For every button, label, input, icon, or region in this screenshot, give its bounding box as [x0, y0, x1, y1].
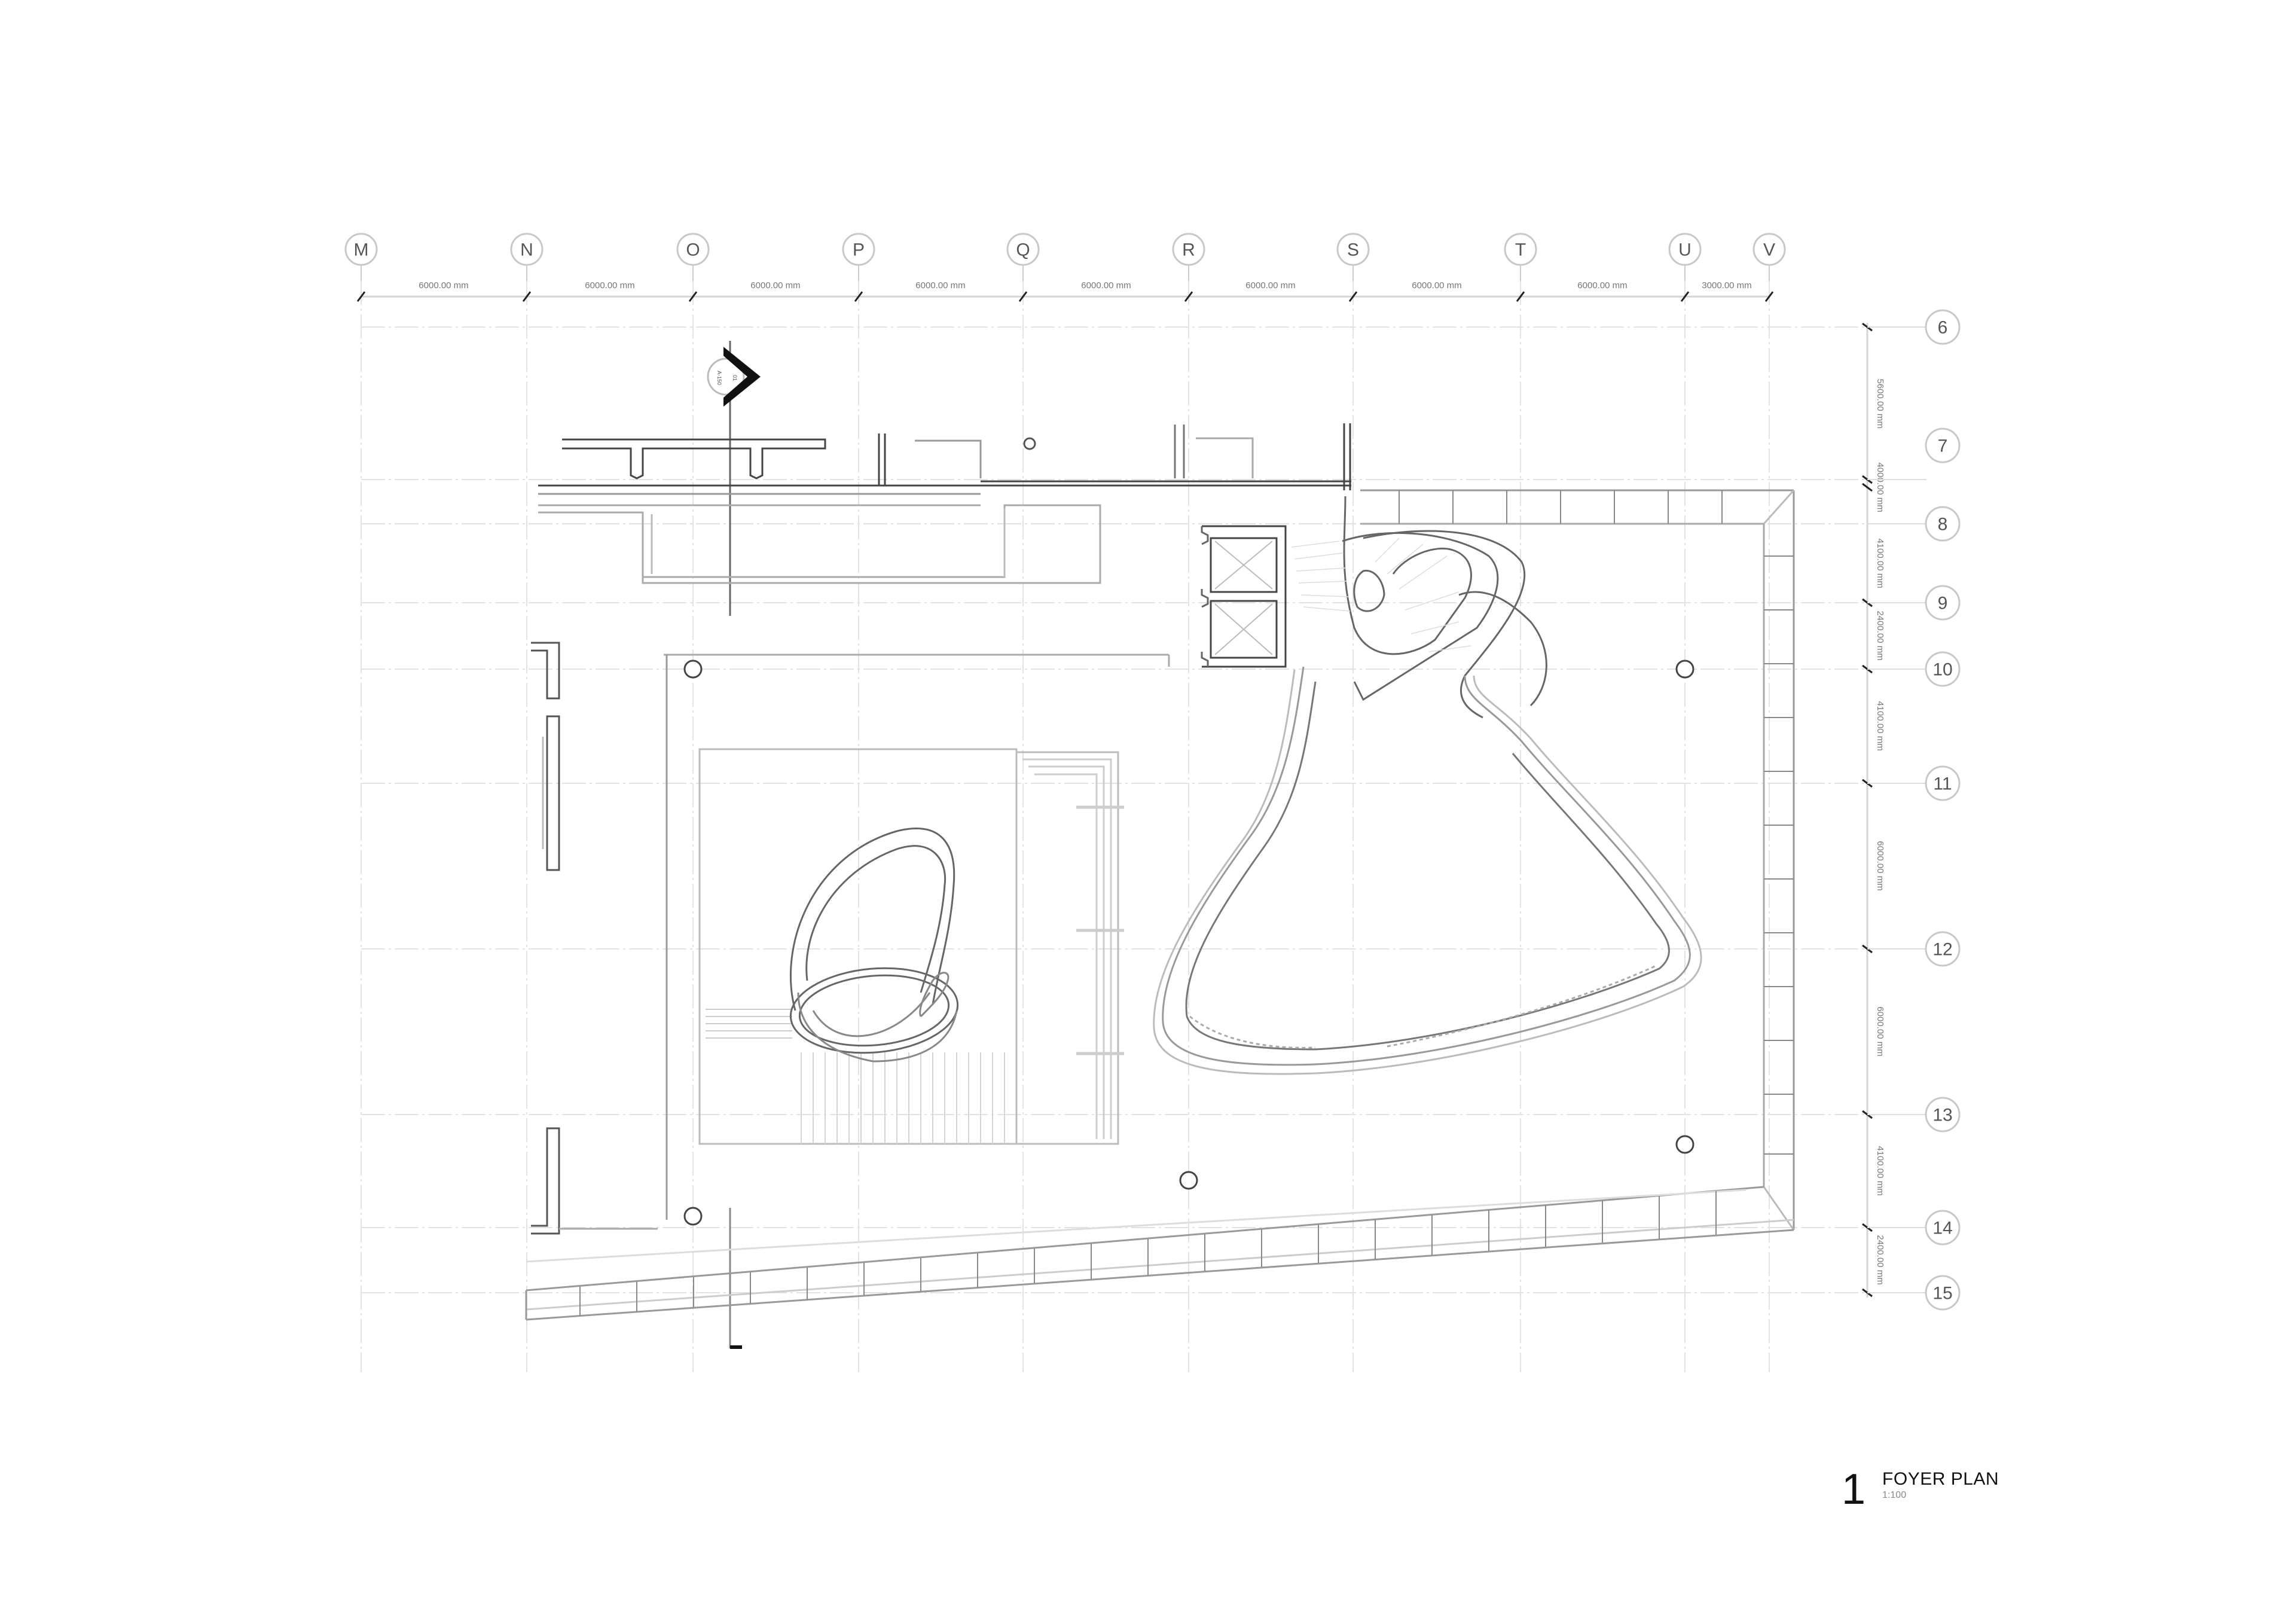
grid-bubble-14: 14	[1925, 1210, 1961, 1245]
grid-row-bubbles: 6 7 8 9 10 11 12 13 14 15	[1867, 309, 1961, 1311]
dim-Q-R: 6000.00 mm	[1081, 280, 1131, 291]
grid-bubble-12: 12	[1925, 931, 1961, 967]
dim-T-U: 6000.00 mm	[1577, 280, 1627, 291]
grid-column-bubbles: M N O P Q R S T U V	[344, 233, 1786, 281]
svg-text:8: 8	[1938, 515, 1948, 535]
svg-text:9: 9	[1938, 594, 1948, 613]
spiral-stair	[1291, 496, 1547, 719]
grid-bubble-7: 7	[1925, 428, 1961, 463]
svg-text:14: 14	[1932, 1219, 1952, 1238]
dim-R-S: 6000.00 mm	[1245, 280, 1295, 291]
drawing-scale: 1:100	[1882, 1490, 1907, 1500]
dim-8-9: 4100.00 mm	[1875, 538, 1885, 588]
dim-O-P: 6000.00 mm	[750, 280, 800, 291]
svg-text:P: P	[853, 240, 865, 260]
structural-columns	[683, 660, 1694, 1226]
svg-text:V: V	[1763, 240, 1775, 260]
grid-bubble-Q: Q	[1006, 233, 1040, 281]
column	[1675, 660, 1694, 679]
dim-U-V: 3000.00 mm	[1702, 280, 1751, 291]
section-marker[interactable]: A-150 01	[707, 341, 761, 1349]
grid-bubble-N: N	[510, 233, 544, 281]
dim-13-14: 4100.00 mm	[1875, 1146, 1885, 1195]
svg-text:13: 13	[1932, 1106, 1952, 1125]
section-detail-ref: 01	[732, 375, 738, 381]
grid-lines-columns	[361, 281, 1770, 1372]
sculptural-ring	[789, 828, 959, 1063]
grid-lines-rows	[361, 326, 1913, 1293]
dim-M-N: 6000.00 mm	[419, 280, 468, 291]
svg-text:U: U	[1678, 240, 1692, 260]
svg-text:M: M	[354, 240, 369, 260]
grid-bubble-V: V	[1752, 233, 1786, 281]
atrium-void	[664, 654, 1170, 1220]
grid-bubble-O: O	[676, 233, 710, 281]
dim-12-13: 6000.00 mm	[1875, 1006, 1885, 1056]
dim-S-T: 6000.00 mm	[1412, 280, 1461, 291]
dim-9-10: 2400.00 mm	[1875, 610, 1885, 660]
upper-wall-structure	[538, 423, 1351, 506]
svg-text:O: O	[686, 240, 700, 260]
left-walls	[531, 642, 658, 1235]
dim-10-11: 4100.00 mm	[1875, 701, 1885, 750]
grid-bubble-U: U	[1668, 233, 1702, 281]
elevator-core	[1201, 525, 1287, 668]
svg-text:11: 11	[1933, 774, 1952, 794]
svg-text:R: R	[1182, 240, 1195, 260]
grid-bubble-11: 11	[1925, 765, 1961, 801]
grid-bubble-15: 15	[1925, 1275, 1961, 1311]
column	[1675, 1135, 1694, 1154]
drawing-title-block: 1 FOYER PLAN 1:100	[1842, 1466, 1999, 1513]
section-sheet-ref: A-150	[716, 371, 722, 385]
upper-balcony-outline	[538, 504, 1101, 584]
dim-6-7: 5600.00 mm	[1875, 378, 1885, 428]
dim-14-15: 2400.00 mm	[1875, 1235, 1885, 1284]
column	[1179, 1171, 1198, 1190]
svg-text:12: 12	[1932, 940, 1952, 960]
grid-bubble-8: 8	[1925, 506, 1961, 542]
drawing-title: FOYER PLAN	[1882, 1469, 1999, 1489]
grid-bubble-R: R	[1172, 233, 1205, 281]
svg-text:N: N	[520, 240, 533, 260]
column	[683, 1207, 703, 1226]
svg-text:7: 7	[1938, 436, 1948, 456]
grid-bubble-P: P	[842, 233, 875, 281]
drawing-number: 1	[1842, 1466, 1866, 1513]
column	[683, 660, 703, 679]
right-dimension-string: 5600.00 mm 4000.00 mm 4100.00 mm 2400.00…	[1862, 322, 1885, 1298]
svg-text:T: T	[1515, 240, 1526, 260]
svg-text:10: 10	[1932, 660, 1952, 680]
grid-bubble-S: S	[1336, 233, 1370, 281]
grid-bubble-M: M	[344, 233, 378, 281]
grid-bubble-10: 10	[1925, 651, 1961, 687]
svg-text:15: 15	[1932, 1284, 1952, 1303]
dim-11-12: 6000.00 mm	[1875, 841, 1885, 890]
svg-text:Q: Q	[1016, 240, 1030, 260]
dim-7-8: 4000.00 mm	[1875, 462, 1885, 512]
svg-text:6: 6	[1938, 318, 1948, 338]
svg-text:S: S	[1347, 240, 1359, 260]
grid-bubble-6: 6	[1925, 309, 1961, 345]
top-dimension-string: 6000.00 mm 6000.00 mm 6000.00 mm 6000.00…	[356, 280, 1774, 302]
vase-ramp-void	[1153, 666, 1702, 1075]
grid-bubble-T: T	[1504, 233, 1537, 281]
grid-bubble-13: 13	[1925, 1097, 1961, 1132]
dim-N-O: 6000.00 mm	[585, 280, 634, 291]
grid-bubble-9: 9	[1925, 585, 1961, 621]
curtain-wall-facade	[525, 489, 1795, 1321]
dim-P-Q: 6000.00 mm	[915, 280, 965, 291]
